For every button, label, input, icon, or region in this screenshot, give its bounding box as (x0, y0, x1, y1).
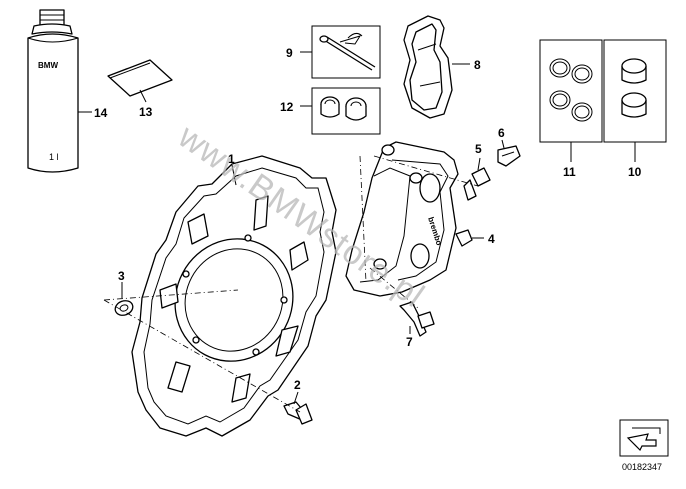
pin-kit-frame[interactable] (311, 25, 381, 79)
piston-kit-frame[interactable] (603, 39, 667, 143)
assembly-axes (103, 155, 479, 413)
callout-8: 8 (474, 58, 481, 72)
seal-ring-kit-frame[interactable] (539, 39, 603, 143)
callout-5: 5 (475, 142, 482, 156)
seal-kit-frame[interactable] (311, 87, 381, 135)
grease-sachet[interactable] (107, 59, 173, 97)
bottle-volume-label: 1 l (49, 152, 59, 162)
callout-13: 13 (139, 105, 153, 119)
bleeder-valve[interactable] (463, 167, 491, 201)
callout-2: 2 (294, 378, 301, 392)
callout-7: 7 (406, 335, 413, 349)
callout-9: 9 (286, 46, 293, 60)
brake-disc[interactable] (131, 155, 337, 437)
brake-fluid-bottle[interactable]: BMW 1 l (27, 9, 79, 173)
callout-3: 3 (118, 269, 125, 283)
callout-11: 11 (563, 165, 576, 179)
callout-14: 14 (94, 106, 108, 120)
callout-6: 6 (498, 126, 505, 140)
direction-arrow-icon (626, 433, 657, 452)
leader-lines (78, 51, 636, 405)
brake-pads[interactable] (403, 15, 453, 119)
bottle-brand-label: BMW (38, 61, 58, 70)
callout-1: 1 (228, 152, 235, 166)
callout-numbers: 1 2 3 4 5 6 7 8 9 10 11 12 13 14 (94, 46, 642, 392)
callout-4: 4 (488, 232, 495, 246)
document-badge: 00182347 (619, 419, 669, 472)
document-number: 00182347 (622, 462, 662, 472)
callout-12: 12 (280, 100, 294, 114)
caliper-bolt[interactable] (399, 301, 435, 337)
disc-bolt[interactable] (283, 401, 313, 425)
callout-10: 10 (628, 165, 642, 179)
washer[interactable] (113, 298, 135, 317)
brake-caliper[interactable]: brembo (345, 141, 473, 297)
bleeder-cap[interactable] (497, 145, 521, 167)
